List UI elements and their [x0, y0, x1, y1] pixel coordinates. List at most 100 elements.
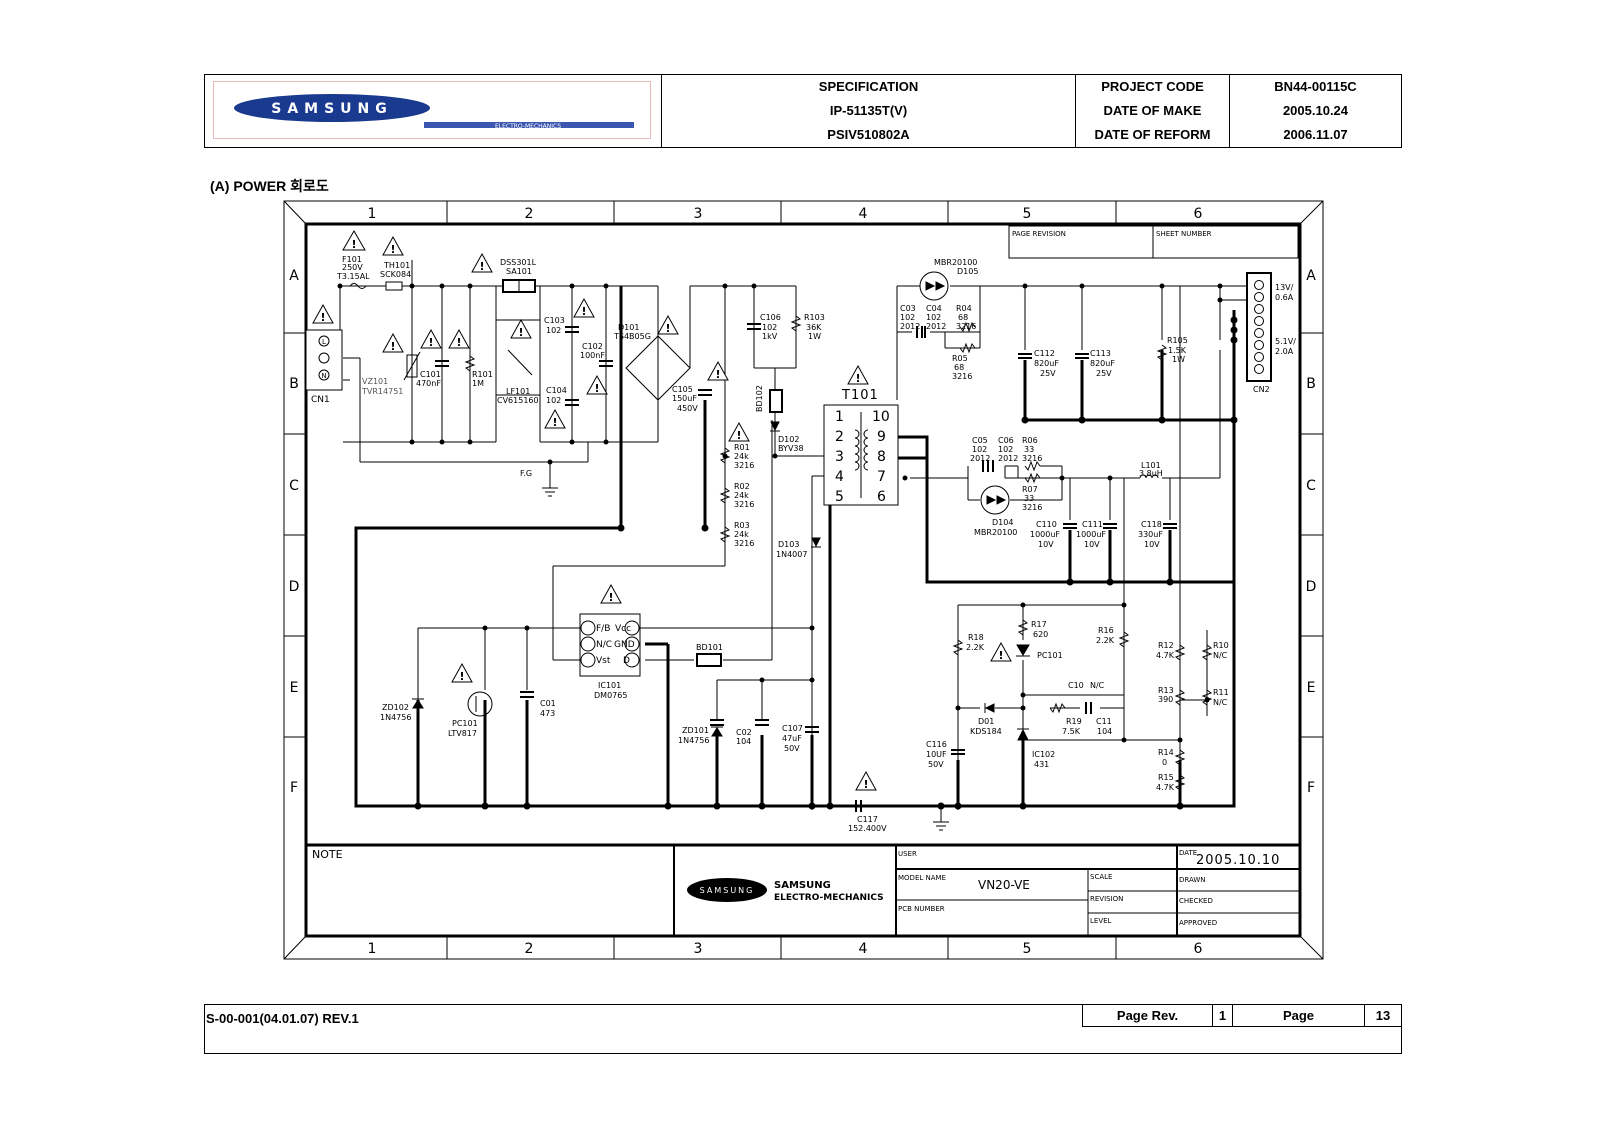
r101-value: 1M [472, 379, 484, 388]
title-logo-text: SAMSUNG [700, 886, 755, 895]
lf101-ref: LF101 [506, 387, 530, 396]
c106-ref: C106 [760, 313, 781, 322]
c104-ref: C104 [546, 386, 567, 395]
row-label: E [1307, 680, 1316, 696]
approved-label: APPROVED [1179, 919, 1217, 927]
thin-wires [339, 260, 1247, 810]
bd102-bead [769, 389, 783, 413]
electrolytic-caps [698, 353, 1177, 755]
column-labels-top: 1 2 3 4 5 6 [368, 206, 1203, 222]
lf101-part: CV615160 [497, 396, 539, 405]
document-footer [204, 1004, 1402, 1054]
r15-ref: R15 [1158, 773, 1174, 782]
warning-icon [600, 583, 622, 604]
warning-icon [573, 297, 595, 318]
r01-ref: R01 [734, 443, 750, 452]
svg-text:!: ! [608, 591, 613, 604]
warning-icon [707, 360, 729, 381]
warning-icon [382, 332, 404, 353]
lf101-choke-symbol [495, 319, 541, 396]
c107-value: 47uF [782, 734, 802, 743]
ic-pin-nc: N/C [596, 640, 612, 650]
c102-ref: C102 [582, 342, 603, 351]
svg-text:N: N [321, 372, 326, 380]
svg-text:2: 2 [835, 429, 844, 445]
page-revision-box: PAGE REVISION SHEET NUMBER [1008, 225, 1299, 259]
page-rev-value: 1 [1212, 1005, 1232, 1027]
zd101-ref: ZD101 [682, 726, 709, 735]
col-label: 4 [859, 941, 868, 957]
svg-text:8: 8 [877, 449, 886, 465]
c111-ref: C111 [1082, 520, 1103, 529]
d01-ref: D01 [978, 717, 994, 726]
column-labels-bottom: 1 2 3 4 5 6 [368, 941, 1203, 957]
row-label: F [1307, 780, 1315, 796]
c110-value: 1000uF [1030, 530, 1060, 539]
c112-ref: C112 [1034, 349, 1055, 358]
ic101-part: DM0765 [594, 691, 627, 700]
r103-value: 36K [806, 323, 822, 332]
c116-ref: C116 [926, 740, 947, 749]
logo-text: SAMSUNG [271, 101, 393, 117]
r11-value: N/C [1213, 698, 1228, 707]
f101-voltage: 250V [342, 263, 363, 272]
fg-label: F.G [520, 469, 532, 478]
sheet-number-label: SHEET NUMBER [1156, 230, 1212, 238]
d104-part: MBR20100 [974, 528, 1017, 537]
c04-value: 102 [926, 313, 941, 322]
r02-ref: R02 [734, 482, 750, 491]
l101-value: 3.8uH [1139, 469, 1163, 478]
c01-value: 473 [540, 709, 555, 718]
zd102-ref: ZD102 [382, 703, 409, 712]
ic102-shunt-regulator [1017, 728, 1029, 741]
pcb-number-label: PCB NUMBER [898, 905, 945, 913]
c107-voltage: 50V [784, 744, 800, 753]
row-label: D [289, 579, 300, 595]
r01-size: 3216 [734, 461, 754, 470]
warning-icon [510, 318, 532, 339]
row-label: C [289, 478, 299, 494]
samsung-logo: SAMSUNG ELECTRO-MECHANICS [213, 81, 651, 139]
r05-ref: R05 [952, 354, 968, 363]
ic-pin-fb: F/B [596, 624, 610, 634]
c118-ref: C118 [1141, 520, 1162, 529]
r05-size: 3216 [952, 372, 972, 381]
r14-ref: R14 [1158, 748, 1174, 757]
col-label: 3 [694, 206, 703, 222]
svg-text:4: 4 [835, 469, 844, 485]
row-label: A [289, 268, 299, 284]
d103-ref: D103 [778, 540, 799, 549]
svg-text:!: ! [863, 778, 868, 791]
r07-ref: R07 [1022, 485, 1038, 494]
c10-value: N/C [1090, 681, 1105, 690]
date-reform-label: DATE OF REFORM [1094, 127, 1211, 142]
junction-dots [337, 283, 1238, 810]
row-label: E [290, 680, 299, 696]
r17-value: 620 [1033, 630, 1048, 639]
c06-size: 2012 [998, 454, 1018, 463]
l101-inductor [1139, 474, 1159, 479]
warning-icon [471, 252, 493, 273]
svg-text:!: ! [855, 372, 860, 385]
c118-voltage: 10V [1144, 540, 1160, 549]
c107-ref: C107 [782, 724, 803, 733]
c101-ref: C101 [420, 370, 441, 379]
svg-text:!: ! [715, 368, 720, 381]
r17-ref: R17 [1031, 620, 1047, 629]
c118-value: 330uF [1138, 530, 1163, 539]
date-value: 2005.10.10 [1196, 853, 1280, 868]
samsung-logo-graphic: SAMSUNG ELECTRO-MECHANICS [234, 94, 634, 130]
ic-pin-vcc: Vcc [615, 624, 631, 634]
r15-value: 4.7K [1156, 783, 1175, 792]
warning-icon [382, 235, 404, 256]
f101-rating: T3.15AL [336, 272, 370, 281]
ic102-ref: IC102 [1032, 750, 1055, 759]
warning-icon [420, 328, 442, 349]
bd101-ref: BD101 [696, 643, 723, 652]
c105-ref: C105 [672, 385, 693, 394]
c111-voltage: 10V [1084, 540, 1100, 549]
bd102-ref: BD102 [755, 385, 764, 412]
ground-symbols [542, 487, 949, 831]
warning-icons [312, 230, 1012, 791]
scale-label: SCALE [1090, 873, 1112, 881]
